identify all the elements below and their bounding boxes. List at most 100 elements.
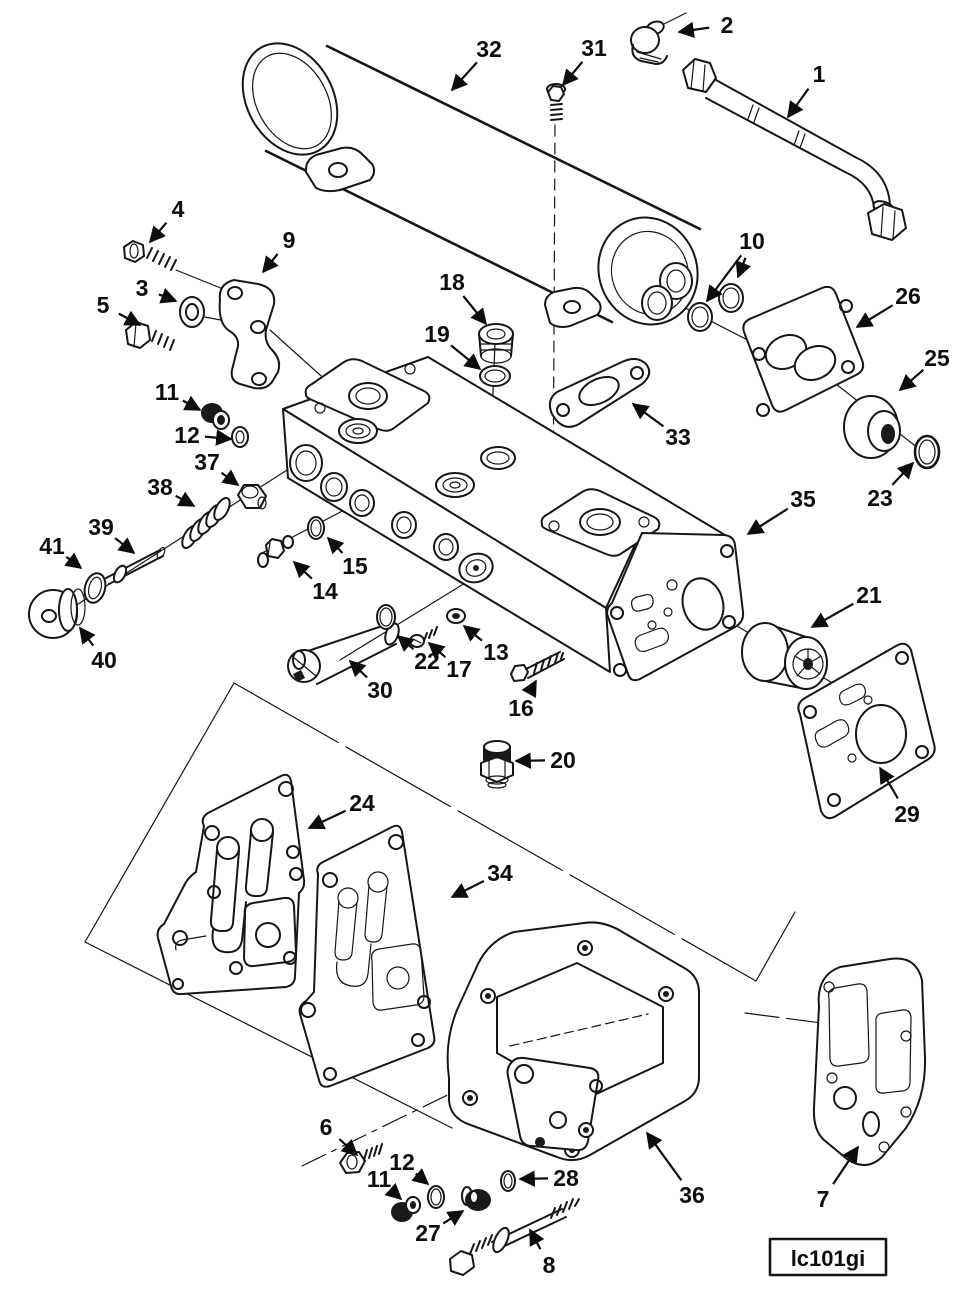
callout-30-arrow [348, 659, 368, 679]
callout-33: 33 [665, 424, 691, 450]
fitting-14 [257, 535, 294, 568]
callout-31-arrow [561, 61, 584, 87]
oil-cooler-housing [282, 356, 745, 682]
plug-18 [478, 323, 514, 364]
callout-36-arrow [646, 1131, 683, 1182]
callout-2: 2 [721, 12, 734, 38]
flange-26 [742, 285, 865, 417]
callout-14-arrow [292, 560, 313, 580]
callout-18-arrow [462, 295, 488, 326]
callout-41-arrow [64, 552, 83, 569]
o-ring-12 [231, 426, 249, 448]
callout-40-arrow [79, 626, 96, 647]
end-flange-35 [606, 532, 745, 682]
callout-9-arrow [261, 253, 279, 274]
callout-9: 9 [283, 227, 296, 253]
callout-1: 1 [813, 61, 826, 87]
plug-11-lower [391, 1196, 421, 1222]
figure-code-box: lc101gi [768, 1237, 888, 1277]
cover-plate-24 [156, 773, 306, 996]
callout-17-arrow [427, 641, 447, 659]
bolt-5 [125, 321, 175, 351]
callout-15: 15 [342, 553, 368, 579]
callout-22: 22 [414, 648, 440, 674]
callout-29: 29 [894, 801, 920, 827]
callout-10-arrow [706, 254, 743, 303]
callout-19: 19 [424, 321, 450, 347]
callout-20: 20 [550, 747, 576, 773]
valve-39 [105, 546, 166, 585]
hose-assembly [630, 12, 907, 241]
callout-26: 26 [895, 283, 921, 309]
callout-31: 31 [581, 35, 607, 61]
callout-29-arrow [879, 766, 899, 800]
callout-11: 11 [155, 379, 180, 405]
callout-11-2: 11 [367, 1166, 392, 1192]
mounting-pad-top [304, 358, 431, 432]
callout-8-arrow [529, 1228, 545, 1250]
callout-4: 4 [172, 196, 185, 222]
o-ring-22 [376, 604, 396, 630]
callout-11-arrow [182, 395, 202, 411]
stud-8 [449, 1198, 580, 1276]
screw-17 [409, 626, 438, 648]
callout-21-arrow [810, 602, 854, 628]
callout-39-arrow [114, 537, 136, 555]
callout-12: 12 [174, 422, 200, 448]
callout-35-arrow [746, 507, 789, 535]
callout-24-arrow [307, 809, 347, 830]
callout-5-arrow [118, 310, 142, 326]
spring-38 [181, 497, 231, 549]
housing-front-ports [289, 444, 494, 584]
callout-34: 34 [487, 860, 513, 886]
gasket-34 [298, 824, 436, 1088]
gasket-29 [797, 642, 936, 820]
bracket-9 [218, 279, 281, 390]
figure-code: lc101gi [791, 1246, 866, 1271]
callout-16-arrow [521, 679, 537, 698]
callout-36: 36 [679, 1182, 705, 1208]
callout-27-arrow [442, 1210, 465, 1226]
relief-valve-group [28, 403, 325, 639]
callout-20-arrow [514, 752, 546, 769]
callout-6-arrow [338, 1138, 359, 1157]
o-ring-12-lower [427, 1185, 445, 1209]
gasket-33 [548, 358, 651, 428]
plug-27 [461, 1186, 491, 1211]
callout-23: 23 [867, 485, 893, 511]
callout-25: 25 [924, 345, 950, 371]
callout-17: 17 [446, 656, 472, 682]
callout-40: 40 [91, 647, 117, 673]
callout-2-arrow [677, 21, 710, 39]
tube-30 [287, 622, 400, 685]
callout-28: 28 [553, 1165, 579, 1191]
callout-28-arrow [518, 1170, 549, 1187]
plug-11 [201, 403, 230, 430]
callout-3: 3 [136, 275, 149, 301]
callout-22-arrow [396, 634, 415, 652]
callout-12-2: 12 [389, 1149, 415, 1175]
o-ring-23 [913, 434, 941, 470]
bracket-and-bolts [123, 240, 281, 390]
callout-35: 35 [790, 486, 816, 512]
nut-37 [237, 484, 267, 510]
callout-26-arrow [855, 304, 894, 328]
callout-14: 14 [312, 578, 338, 604]
callout-12-2-arrow [411, 1168, 430, 1186]
callout-41: 41 [39, 533, 65, 559]
bolt-16 [510, 651, 565, 682]
callout-3-arrow [158, 287, 178, 304]
callout-10: 10 [739, 228, 765, 254]
bolt-4 [123, 240, 177, 271]
callout-13: 13 [483, 639, 509, 665]
oil-cooler-tube [241, 42, 744, 332]
callout-39: 39 [88, 514, 114, 540]
o-ring-28 [500, 1170, 516, 1192]
thermostat-21 [741, 622, 828, 690]
callout-37: 37 [194, 449, 220, 475]
bolt-31 [546, 83, 566, 121]
callout-16: 16 [508, 695, 534, 721]
